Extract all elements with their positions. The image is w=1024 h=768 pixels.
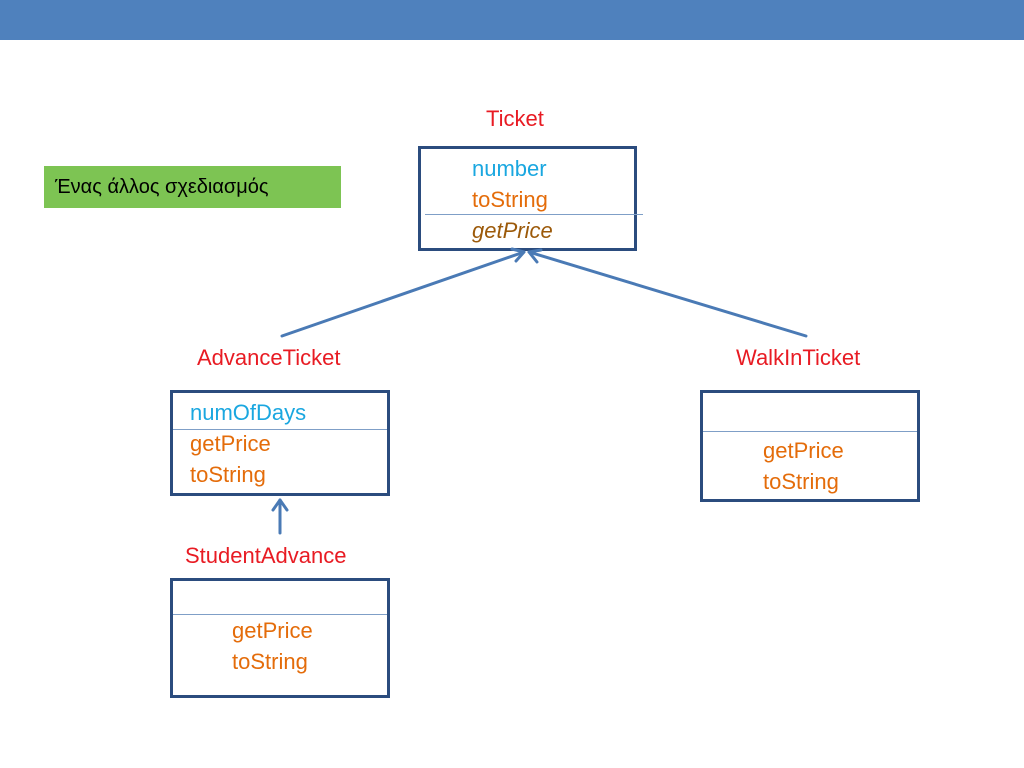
class-divider-advance-ticket — [173, 429, 387, 430]
class-name-advance-ticket: AdvanceTicket — [197, 345, 341, 370]
class-box-walk-in-ticket — [700, 390, 920, 502]
operation-getprice: getPrice — [232, 618, 313, 643]
operation-tostring: toString — [472, 187, 548, 212]
arrow-walkin-to-ticket — [527, 248, 808, 338]
attribute-numofdays: numOfDays — [190, 400, 307, 425]
class-name-walk-in-ticket: WalkInTicket — [736, 345, 861, 370]
operation-getprice: getPrice — [763, 438, 844, 463]
operation-tostring: toString — [763, 469, 839, 494]
class-divider-student-advance — [173, 614, 387, 615]
attribute-number: number — [472, 156, 547, 181]
class-divider-ticket — [425, 214, 643, 215]
header-bar — [0, 0, 1024, 40]
class-name-ticket: Ticket — [486, 106, 544, 131]
class-box-advance-ticket — [170, 390, 390, 496]
arrow-student-to-advance — [271, 498, 289, 535]
arrow-advance-to-ticket — [280, 247, 526, 338]
diagram-note: Ένας άλλος σχεδιασμός — [44, 166, 341, 208]
operation-getprice-abstract: getPrice — [472, 218, 553, 243]
class-box-student-advance — [170, 578, 390, 698]
operation-getprice: getPrice — [190, 431, 271, 456]
class-name-student-advance: StudentAdvance — [185, 543, 347, 568]
class-box-ticket — [418, 146, 637, 251]
operation-tostring: toString — [190, 462, 266, 487]
operation-tostring: toString — [232, 649, 308, 674]
class-divider-walk-in-ticket — [703, 431, 917, 432]
